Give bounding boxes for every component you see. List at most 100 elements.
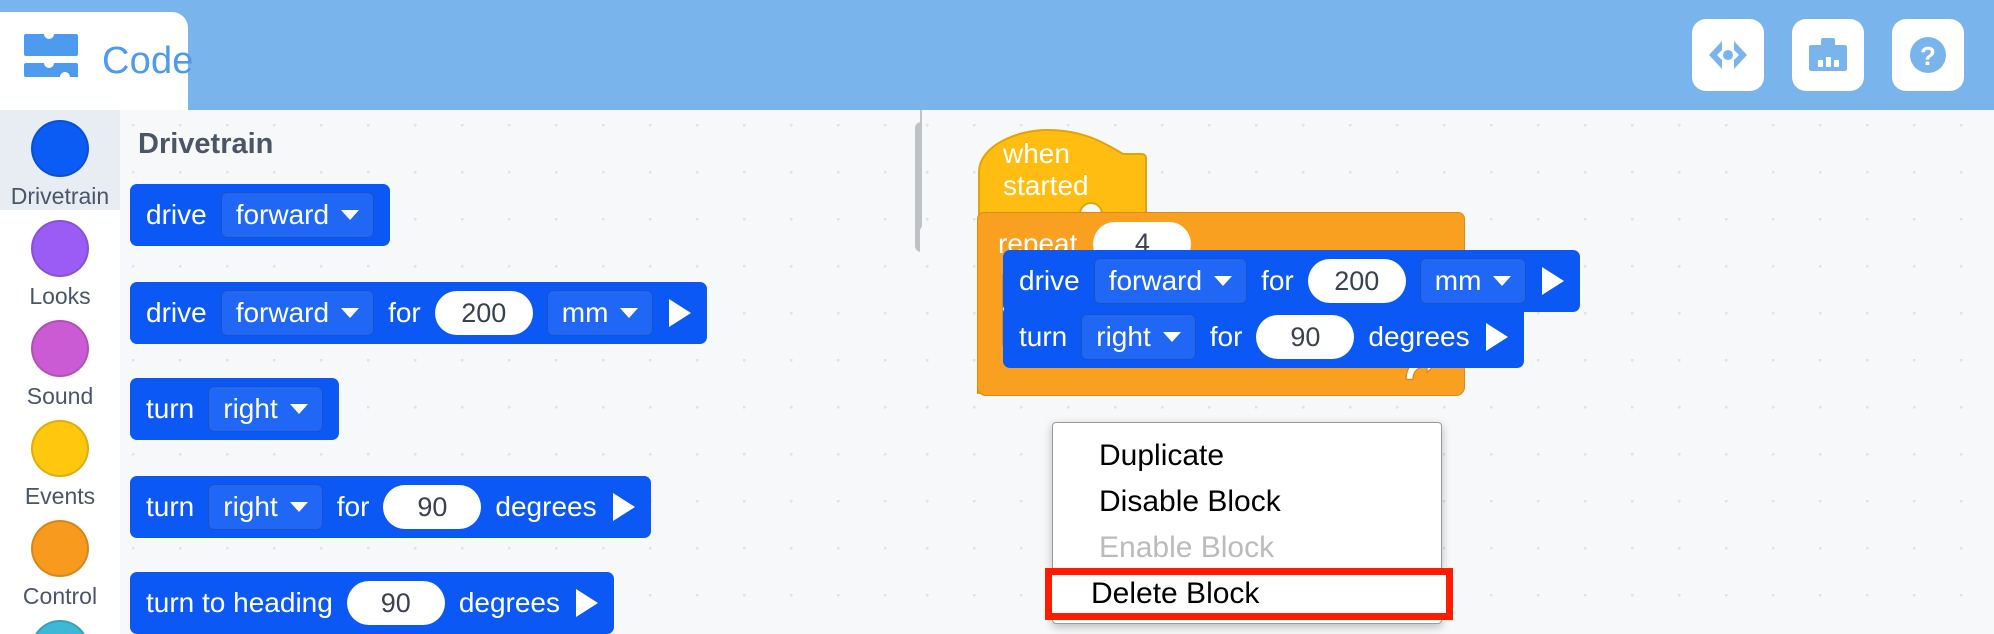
sidebar-item-label: Sound [26, 383, 94, 409]
dropdown-value: right [223, 393, 278, 424]
block-label: drive [146, 297, 207, 328]
block-notch-bottom [156, 440, 196, 451]
block-notch-top [156, 281, 196, 292]
block-label-degrees: degrees [495, 491, 597, 522]
context-menu-item-delete-block-label: Delete Block [1091, 577, 1260, 610]
chevron-down-icon [1214, 276, 1233, 286]
direction-dropdown[interactable]: forward [1093, 258, 1248, 304]
block-label: drive [146, 199, 207, 230]
block-notch-top [1029, 249, 1069, 260]
svg-text:?: ? [1920, 41, 1936, 71]
chevron-down-icon [289, 404, 308, 414]
sidebar-item-label: Drivetrain [10, 183, 110, 209]
block-label-degrees: degrees [1368, 321, 1470, 352]
run-block-icon[interactable] [669, 299, 692, 327]
block-label-for: for [1209, 321, 1243, 352]
block-notch-top [156, 183, 196, 194]
code-workspace[interactable]: when started repeat 4 drive [920, 110, 1994, 634]
heading-input[interactable]: 90 [346, 581, 445, 625]
direction-dropdown[interactable]: forward [220, 290, 375, 336]
dropdown-value: forward [235, 297, 330, 328]
distance-input[interactable]: 200 [434, 291, 533, 335]
dashboard-button[interactable] [1792, 19, 1864, 91]
monitor-dashboard-icon [1809, 38, 1847, 71]
events-color-dot [31, 420, 89, 477]
block-palette[interactable]: Drivetrain drive forward drive forwar [120, 110, 920, 634]
turn-direction-dropdown[interactable]: right [1081, 314, 1196, 360]
sidebar-item-looks[interactable]: Looks [0, 210, 120, 310]
run-block-icon[interactable] [1542, 267, 1565, 295]
chevron-down-icon [341, 308, 360, 318]
sidebar-item-drivetrain[interactable]: Drivetrain [0, 110, 120, 210]
degrees-input[interactable]: 90 [1256, 315, 1355, 359]
block-notch-bottom [156, 538, 196, 549]
code-brackets-icon [1709, 41, 1747, 69]
block-notch-top [1029, 305, 1069, 316]
palette-turn-to-heading-block[interactable]: turn to heading 90 degrees [130, 572, 614, 634]
dropdown-value: mm [561, 297, 609, 328]
control-color-dot [31, 520, 89, 577]
block-notch-top [156, 377, 196, 388]
turn-direction-dropdown[interactable]: right [208, 386, 323, 432]
view-code-button[interactable] [1692, 19, 1764, 91]
dropdown-value: right [223, 491, 278, 522]
palette-vertical-scrollbar[interactable] [915, 122, 920, 252]
block-notch-bottom [1029, 368, 1069, 379]
drivetrain-color-dot [31, 120, 89, 177]
dropdown-value: right [1096, 321, 1151, 352]
unit-dropdown[interactable]: mm [546, 290, 654, 336]
chevron-down-icon [620, 308, 639, 318]
direction-dropdown[interactable]: forward [220, 192, 375, 238]
palette-drive-for-distance-block[interactable]: drive forward for 200 mm [130, 281, 708, 344]
palette-turn-direction-block[interactable]: turn right [130, 378, 339, 440]
dropdown-value: mm [1434, 265, 1482, 296]
unit-dropdown[interactable]: mm [1419, 258, 1527, 304]
chevron-down-icon [289, 502, 308, 512]
block-notch-top [156, 475, 196, 486]
workspace-vertical-scrollbar[interactable] [920, 110, 922, 231]
when-started-label: when started [1003, 138, 1089, 201]
question-mark-icon: ? [1910, 37, 1946, 73]
sidebar-item-sound[interactable]: Sound [0, 310, 120, 410]
block-label: drive [1019, 265, 1080, 296]
sidebar-item-control[interactable]: Control [0, 510, 120, 610]
sound-color-dot [31, 320, 89, 377]
workspace-drive-for-distance-block[interactable]: drive forward for 200 mm [1003, 249, 1581, 312]
block-label-for: for [388, 297, 421, 328]
tab-code[interactable]: Code [0, 12, 193, 110]
workspace-turn-for-degrees-block[interactable]: turn right for 90 degrees [1003, 306, 1524, 368]
palette-drive-direction-block[interactable]: drive forward [130, 183, 391, 246]
palette-title: Drivetrain [138, 128, 274, 160]
palette-turn-for-degrees-block[interactable]: turn right for 90 degrees [130, 476, 651, 538]
block-label-for: for [336, 491, 370, 522]
category-sidebar[interactable]: Drivetrain Looks Sound Events Control [0, 110, 121, 634]
turn-direction-dropdown[interactable]: right [208, 484, 323, 530]
sidebar-item-label: Events [24, 483, 96, 509]
looks-color-dot [31, 220, 89, 277]
help-button[interactable]: ? [1892, 19, 1964, 91]
sidebar-item-events[interactable]: Events [0, 410, 120, 510]
sensing-color-dot [31, 620, 89, 634]
context-menu-item-enable-block: Enable Block [1099, 531, 1275, 564]
block-label-for: for [1261, 265, 1294, 296]
chevron-down-icon [341, 210, 360, 220]
dropdown-value: forward [1108, 265, 1203, 296]
app-header: Code ? [0, 0, 1994, 110]
degrees-input[interactable]: 90 [383, 485, 482, 529]
block-label: turn [146, 393, 195, 424]
block-notch-top [156, 571, 196, 582]
block-notch-bottom [156, 246, 196, 257]
run-block-icon[interactable] [612, 493, 635, 521]
context-menu-item-disable-block[interactable]: Disable Block [1099, 485, 1281, 518]
run-block-icon[interactable] [1485, 323, 1508, 351]
context-menu-item-duplicate[interactable]: Duplicate [1099, 439, 1225, 472]
code-blocks-logo-icon [22, 30, 88, 92]
sidebar-item-sensing[interactable] [0, 610, 120, 634]
chevron-down-icon [1162, 332, 1181, 342]
context-menu-item-delete-block[interactable]: Delete Block [1045, 568, 1453, 620]
header-actions: ? [1692, 0, 1964, 110]
run-block-icon[interactable] [576, 589, 598, 617]
when-started-block[interactable]: when started [977, 126, 1161, 216]
sidebar-item-label: Looks [29, 283, 91, 309]
distance-input[interactable]: 200 [1307, 259, 1406, 303]
